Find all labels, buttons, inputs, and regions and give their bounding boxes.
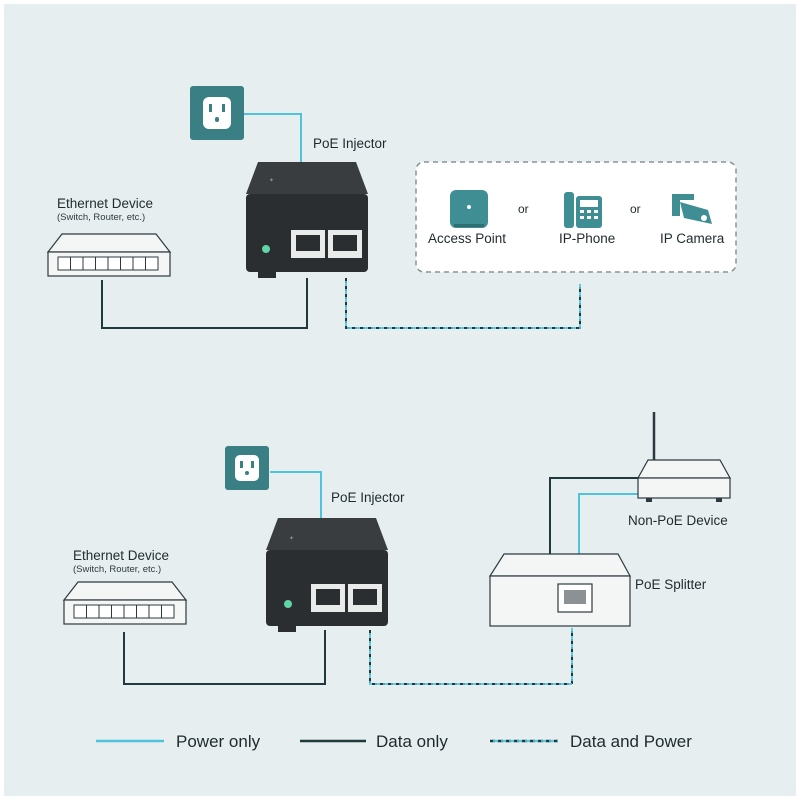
non-poe-device-label: Non-PoE Device [628, 513, 728, 528]
top-injector-label: PoE Injector [313, 136, 387, 151]
poe-splitter-icon [488, 553, 632, 627]
top-ethernet-label: Ethernet Device [57, 196, 154, 211]
bottom-ethernet-label: Ethernet Device [73, 548, 170, 563]
access-point-icon [450, 190, 488, 228]
bottom-data-power-line [369, 628, 573, 685]
top-data-power-line [345, 278, 581, 329]
bottom-injector-label: PoE Injector [331, 490, 405, 505]
top-ethernet-sub: (Switch, Router, etc.) [57, 212, 146, 223]
ip-camera-icon [672, 194, 712, 224]
ethernet-switch-bottom [62, 581, 188, 625]
diagram-svg: ✦ [46, 86, 737, 743]
legend-data-power-label: Data and Power [570, 732, 692, 751]
poe-splitter-label: PoE Splitter [635, 577, 707, 592]
ip-phone-label: IP-Phone [559, 231, 616, 246]
top-data-line [101, 278, 308, 329]
poe-injector-bottom: ✦ [266, 518, 388, 632]
splitter-power-line [578, 493, 638, 554]
ip-camera-label: IP Camera [660, 231, 725, 246]
non-poe-device-icon [636, 412, 732, 502]
bottom-ethernet-sub: (Switch, Router, etc.) [73, 564, 162, 575]
access-point-label: Access Point [428, 231, 507, 246]
legend-power-label: Power only [176, 732, 261, 751]
or-text-1: or [518, 202, 529, 216]
power-outlet-icon [190, 86, 244, 140]
poe-injector-top: ✦ [246, 162, 368, 278]
bottom-power-line [270, 471, 322, 518]
or-text-2: or [630, 202, 641, 216]
bottom-data-line [123, 630, 326, 685]
ip-phone-icon [564, 192, 602, 228]
svg-text:✦: ✦ [269, 177, 274, 184]
power-outlet-icon-bottom [225, 446, 269, 490]
top-power-line [244, 113, 302, 162]
diagram-canvas: ✦ [4, 4, 796, 796]
svg-text:✦: ✦ [289, 535, 294, 542]
ethernet-switch-top [46, 233, 172, 277]
legend-data-label: Data only [376, 732, 448, 751]
splitter-data-line [549, 477, 638, 554]
